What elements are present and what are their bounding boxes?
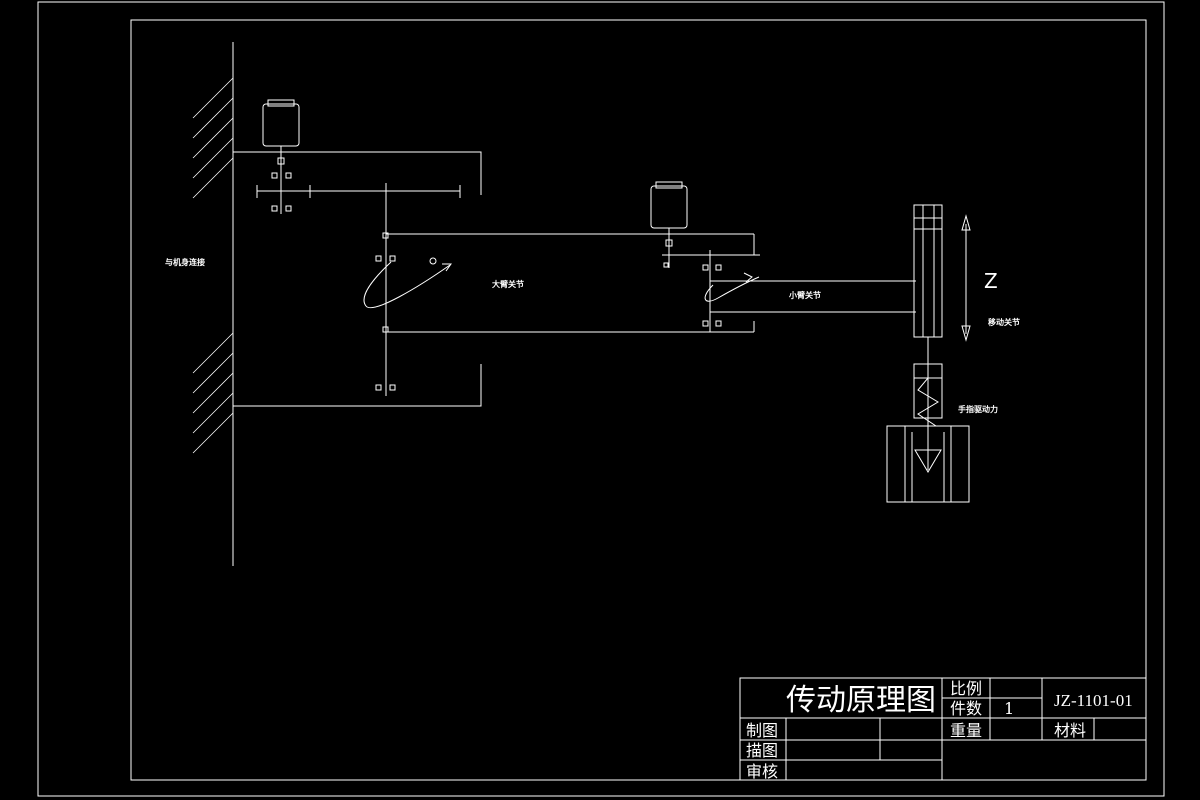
title-block-count-label: 件数: [950, 699, 982, 718]
title-block-weight-label: 重量: [950, 721, 982, 740]
small-arm: [710, 280, 916, 313]
big-arm-shaft: [375, 183, 396, 396]
title-block-checked-by: 审核: [746, 762, 778, 781]
title-block-material-label: 材料: [1054, 721, 1086, 740]
elbow-shaft: [702, 250, 760, 332]
big-arm: [386, 233, 755, 333]
title-block-drawn-by: 制图: [746, 721, 778, 740]
title-block-scale-label: 比例: [950, 679, 982, 698]
title-block: [739, 677, 1147, 781]
outer-border: [37, 1, 1165, 797]
motor-1-icon: [256, 99, 461, 214]
label-big-arm-joint: 大臂关节: [492, 279, 524, 289]
shoulder-housing: [233, 151, 482, 407]
title-block-traced-by: 描图: [746, 741, 778, 760]
label-manual-drive: 手指驱动力: [958, 404, 998, 414]
theta1-rotation-arrow: [363, 257, 452, 309]
z-travel-arrow: [961, 214, 971, 342]
label-small-arm-joint: 小臂关节: [788, 290, 821, 300]
inner-frame: [130, 19, 1147, 781]
label-base-joint: 与机身连接: [165, 257, 205, 267]
title-block-title: 传动原理图: [786, 683, 936, 718]
wall-base: [192, 42, 234, 566]
title-block-count-value: 1: [1004, 699, 1014, 718]
title-block-drawing-no: JZ-1101-01: [1054, 691, 1133, 710]
label-z-axis: Z: [984, 269, 998, 293]
motor-2-icon: [650, 181, 760, 268]
label-move-joint: 移动关节: [988, 317, 1020, 327]
gripper-drive: [886, 363, 970, 503]
move-joint-slide: [913, 204, 943, 470]
